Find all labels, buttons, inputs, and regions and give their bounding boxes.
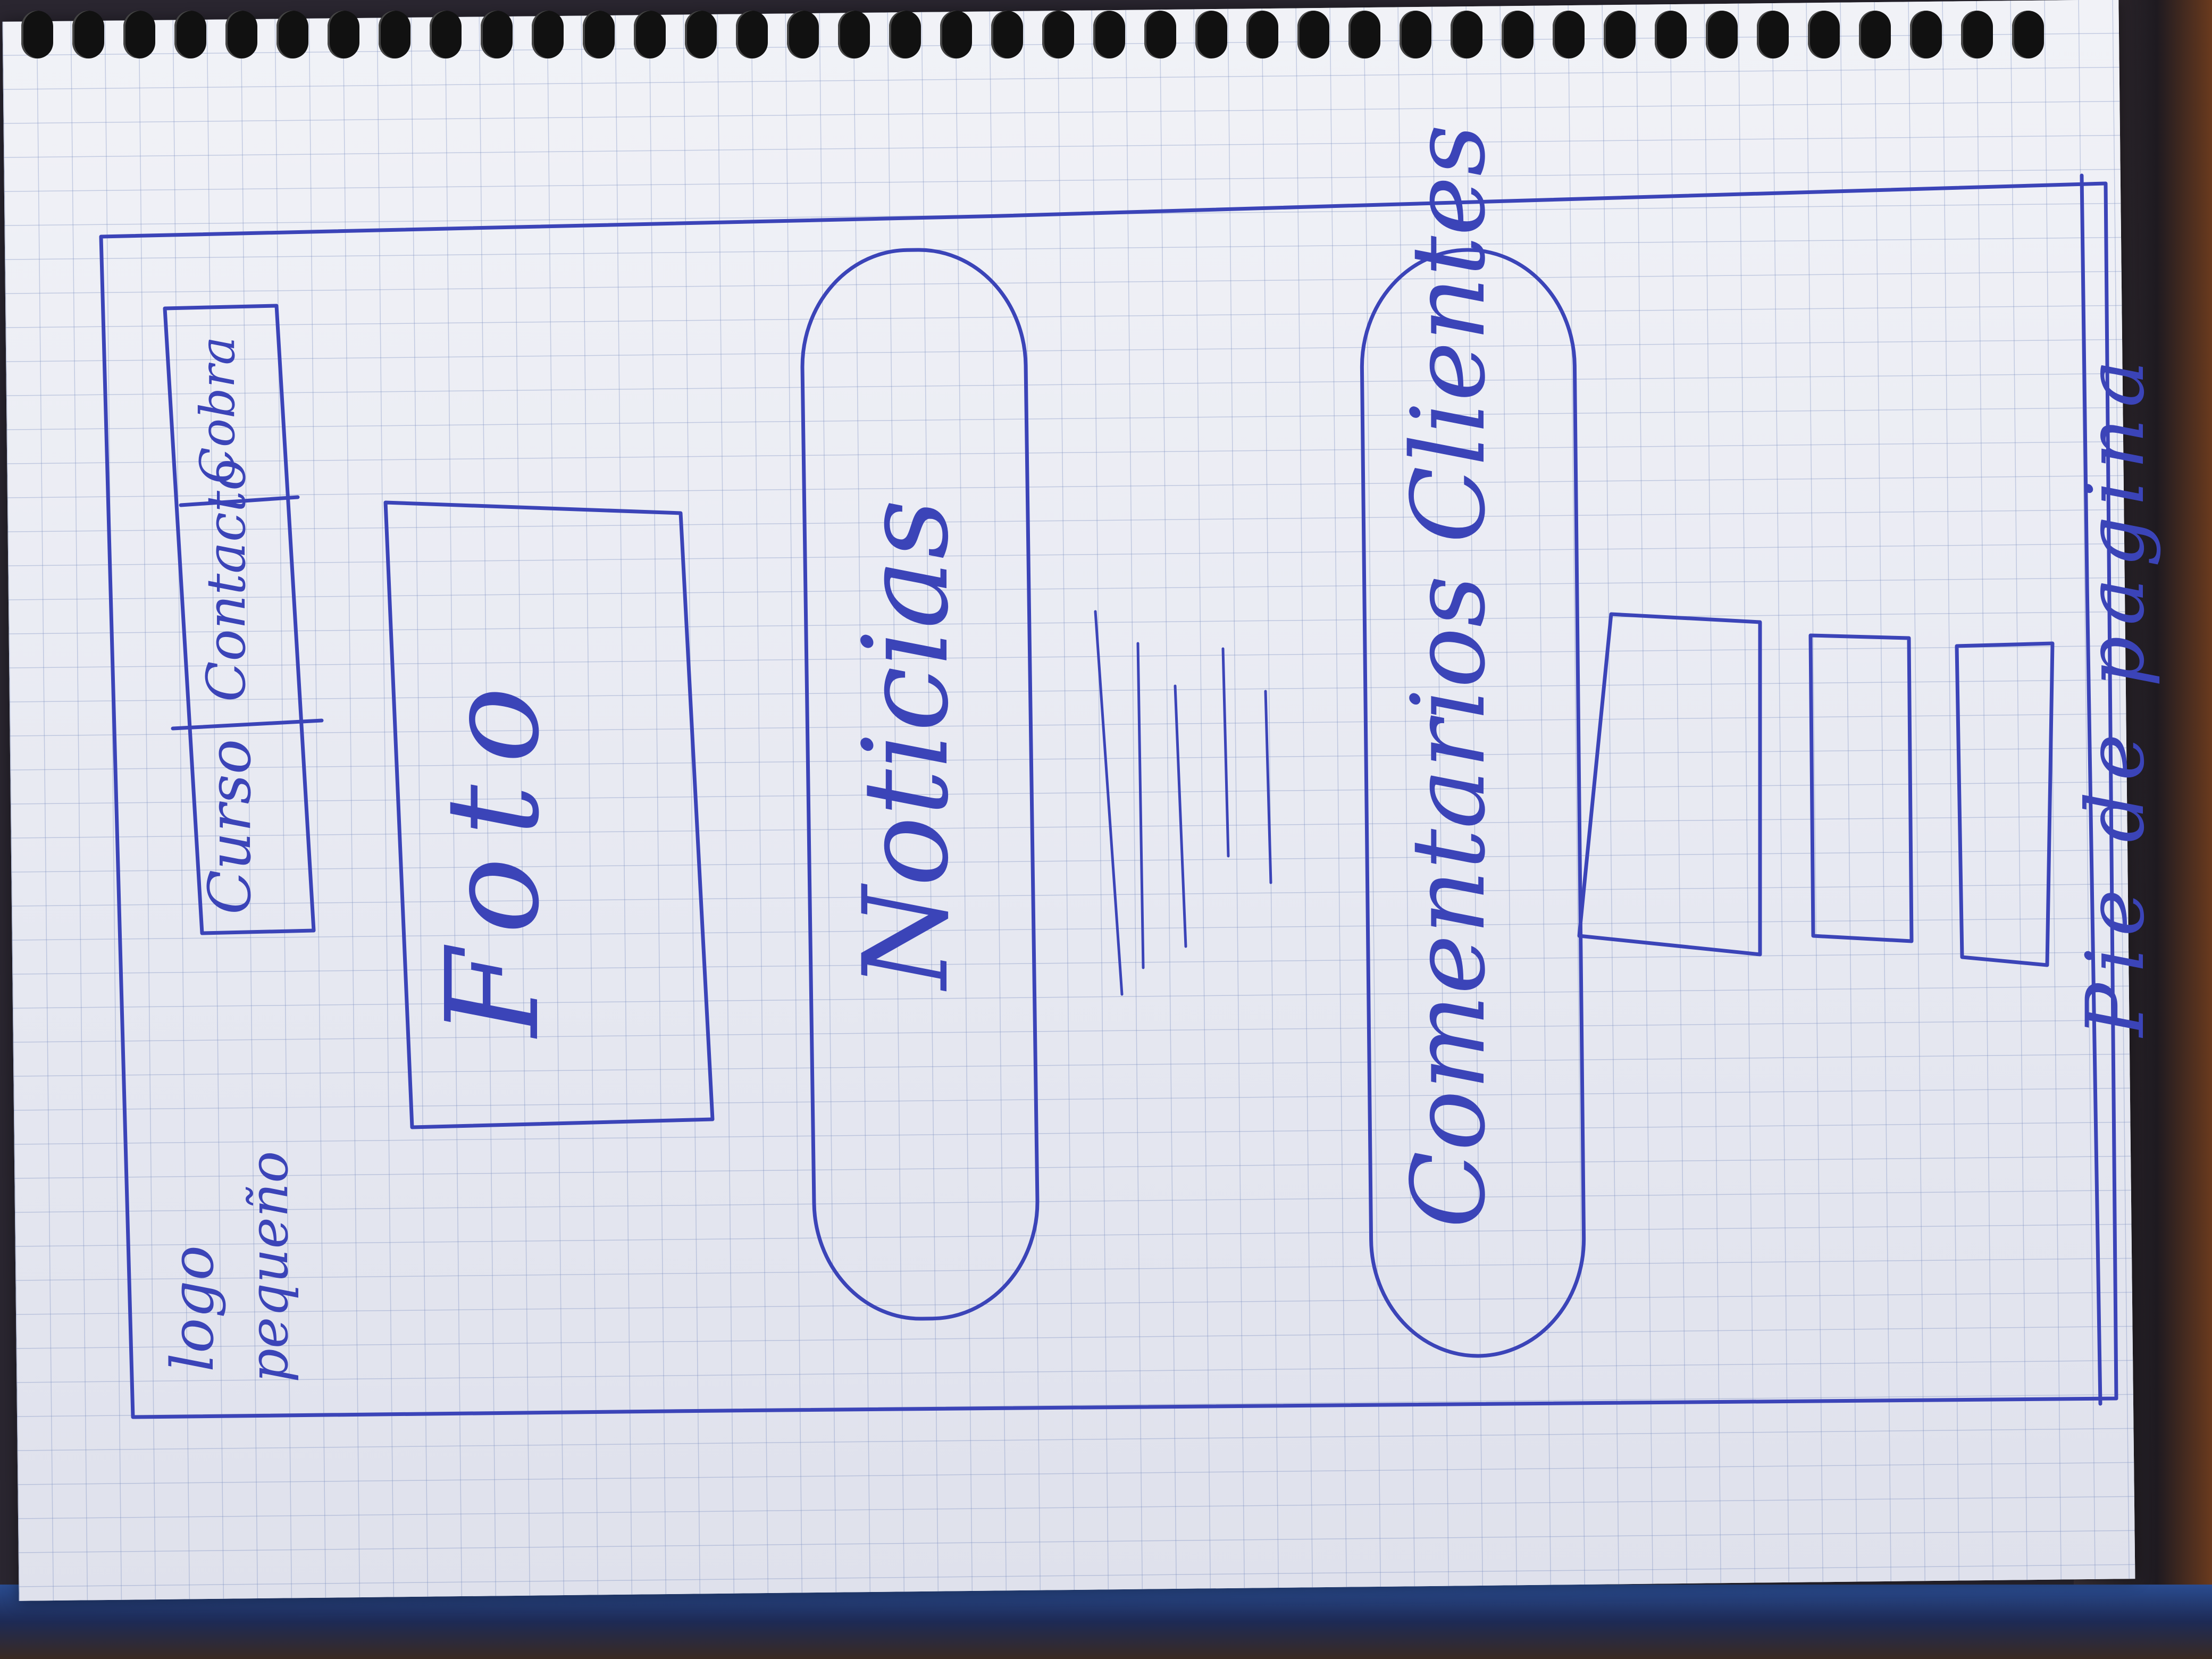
spiral-ring: [1195, 11, 1227, 58]
nav-separator-1: [171, 718, 324, 731]
spiral-ring: [889, 11, 921, 58]
spiral-ring: [379, 11, 410, 58]
spiral-ring: [991, 11, 1023, 58]
spiral-ring: [1961, 11, 1993, 58]
spiral-ring: [174, 11, 206, 58]
nav-item-curso[interactable]: Curso: [196, 739, 264, 915]
nav-separator-2: [179, 495, 300, 507]
spiral-ring: [1502, 11, 1534, 58]
spiral-ring: [72, 11, 104, 58]
feature-box-3: [1955, 641, 2055, 967]
comments-section: Comentarios Clientes: [1360, 124, 1586, 1358]
page-frame: [99, 181, 2118, 1419]
spiral-ring: [481, 11, 513, 58]
news-section: Noticias: [800, 248, 1040, 1321]
spiral-binding: [21, 0, 2095, 69]
text-line: [1094, 610, 1124, 996]
text-line: [1264, 690, 1272, 884]
spiral-ring: [123, 11, 155, 58]
spiral-ring: [532, 11, 564, 58]
spiral-ring: [1348, 11, 1380, 58]
text-line: [1221, 647, 1230, 858]
spiral-ring: [430, 11, 462, 58]
spiral-ring: [1706, 11, 1738, 58]
logo-text-line1: logo: [158, 1245, 227, 1372]
nav-box: [163, 304, 316, 935]
logo-text-line2: pequeño: [238, 1151, 300, 1382]
spiral-ring: [685, 11, 717, 58]
text-line: [1174, 684, 1187, 948]
spiral-ring: [940, 11, 972, 58]
spiral-ring: [1604, 11, 1636, 58]
spiral-ring: [328, 11, 359, 58]
spiral-ring: [1451, 11, 1482, 58]
footer-label: Pie de pagina: [2069, 349, 2162, 1038]
nav-item-cobra[interactable]: Cobra: [190, 337, 246, 484]
spiral-ring: [21, 11, 53, 58]
spiral-ring: [1910, 11, 1942, 58]
spiral-ring: [1757, 11, 1789, 58]
spiral-ring: [1042, 11, 1074, 58]
spiral-ring: [583, 11, 615, 58]
spiral-ring: [1553, 11, 1585, 58]
spiral-ring: [1093, 11, 1125, 58]
nav-item-contacto[interactable]: Contacto: [195, 459, 257, 702]
spiral-ring: [276, 11, 308, 58]
text-line: [1136, 642, 1145, 969]
spiral-ring: [787, 11, 819, 58]
nav-menu: Curso Contacto Cobra: [163, 304, 324, 935]
footer: Pie de pagina: [2069, 349, 2162, 1038]
spiral-ring: [1655, 11, 1687, 58]
feature-box-2: [1808, 633, 1914, 943]
feature-box-1: [1577, 612, 1762, 957]
spiral-ring: [838, 11, 870, 58]
spiral-ring: [1400, 11, 1431, 58]
spiral-ring: [1859, 11, 1891, 58]
comments-box: [1360, 248, 1586, 1358]
spiral-ring: [736, 11, 768, 58]
spiral-ring: [225, 11, 257, 58]
logo-placeholder: logo pequeño: [158, 1151, 300, 1382]
spiral-ring: [1144, 11, 1176, 58]
spiral-ring: [1297, 11, 1329, 58]
footer-divider: [2080, 173, 2102, 1406]
comments-label: Comentarios Clientes: [1390, 124, 1507, 1228]
news-text-lines: [1094, 610, 1272, 996]
photo-frame: [383, 500, 715, 1129]
news-box: [800, 248, 1040, 1321]
spiral-ring: [2012, 11, 2044, 58]
news-label: Noticias: [838, 499, 974, 992]
spiral-ring: [1808, 11, 1840, 58]
hero-photo: Foto: [383, 500, 715, 1129]
feature-boxes: [1577, 612, 2055, 967]
spiral-ring: [634, 11, 666, 58]
spiral-ring: [1246, 11, 1278, 58]
photo-label: Foto: [418, 665, 567, 1039]
